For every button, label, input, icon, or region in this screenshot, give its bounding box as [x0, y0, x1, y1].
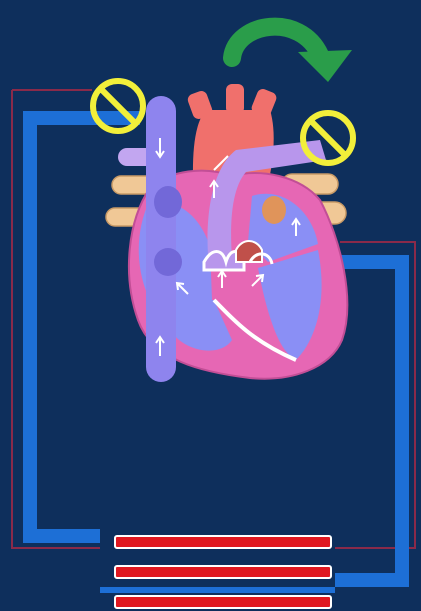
- capillary-bar-1: [115, 536, 331, 548]
- capillary-bar-3: [115, 596, 331, 608]
- no-entry-icon-right: [303, 113, 353, 163]
- superior-opening: [154, 186, 182, 218]
- inferior-opening: [154, 248, 182, 276]
- capillary-bar-2: [115, 566, 331, 578]
- pulmonary-vein-opening: [262, 196, 286, 224]
- curved-arrow-icon: [232, 27, 352, 82]
